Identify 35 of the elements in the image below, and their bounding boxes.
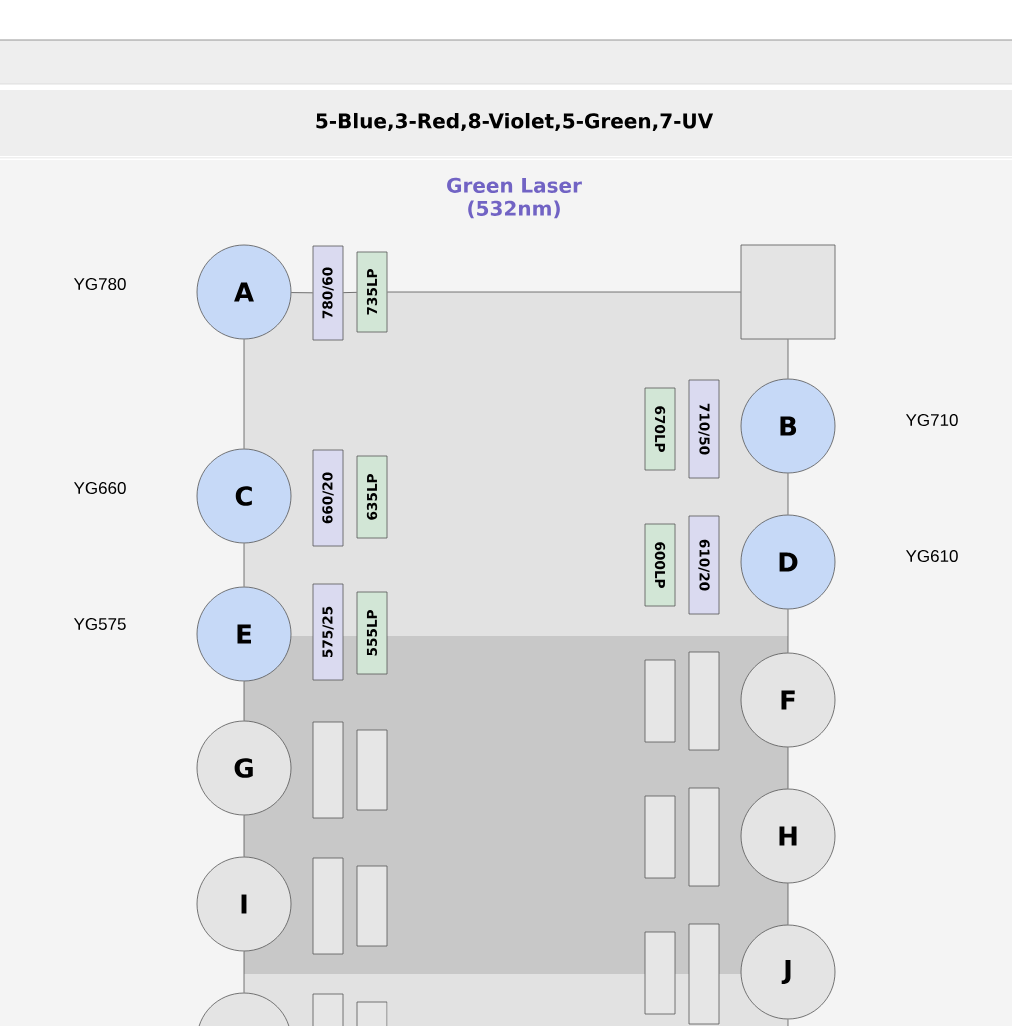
title-bar: 5-Blue,3-Red,8-Violet,5-Green,7-UV [0, 90, 1012, 156]
connector-line [787, 609, 789, 653]
filter-box [312, 857, 344, 955]
connector-line [787, 339, 789, 379]
detector-label: YG710 [905, 414, 958, 426]
connector-line [243, 681, 245, 721]
connector-line [243, 543, 245, 587]
filter-box [312, 721, 344, 819]
filter-box [688, 651, 720, 751]
connector-line [291, 292, 313, 294]
detector-circle [196, 992, 292, 1026]
connector-line [243, 815, 245, 857]
filter-box [644, 931, 676, 1015]
filter-box [688, 787, 720, 887]
connector-line [387, 291, 741, 293]
connector-line [787, 883, 789, 925]
connector-line [243, 951, 245, 993]
filter-box [644, 659, 676, 743]
connector-line [787, 1019, 789, 1026]
filter-box [356, 865, 388, 947]
connector-line [343, 291, 357, 294]
filter-box [356, 729, 388, 811]
laser-heading: Green Laser (532nm) [447, 177, 582, 219]
filter-box [644, 795, 676, 879]
filter-box [312, 993, 344, 1026]
detector-label: YG780 [73, 278, 126, 290]
detector-label: YG610 [905, 550, 958, 562]
detector-label: YG660 [73, 482, 126, 494]
filter-box [356, 1001, 388, 1026]
detector-label: YG575 [73, 618, 126, 630]
connector-line [243, 339, 245, 449]
connector-line [787, 473, 789, 515]
laser-box [740, 244, 836, 340]
connector-line [787, 747, 789, 789]
filter-box [688, 923, 720, 1025]
